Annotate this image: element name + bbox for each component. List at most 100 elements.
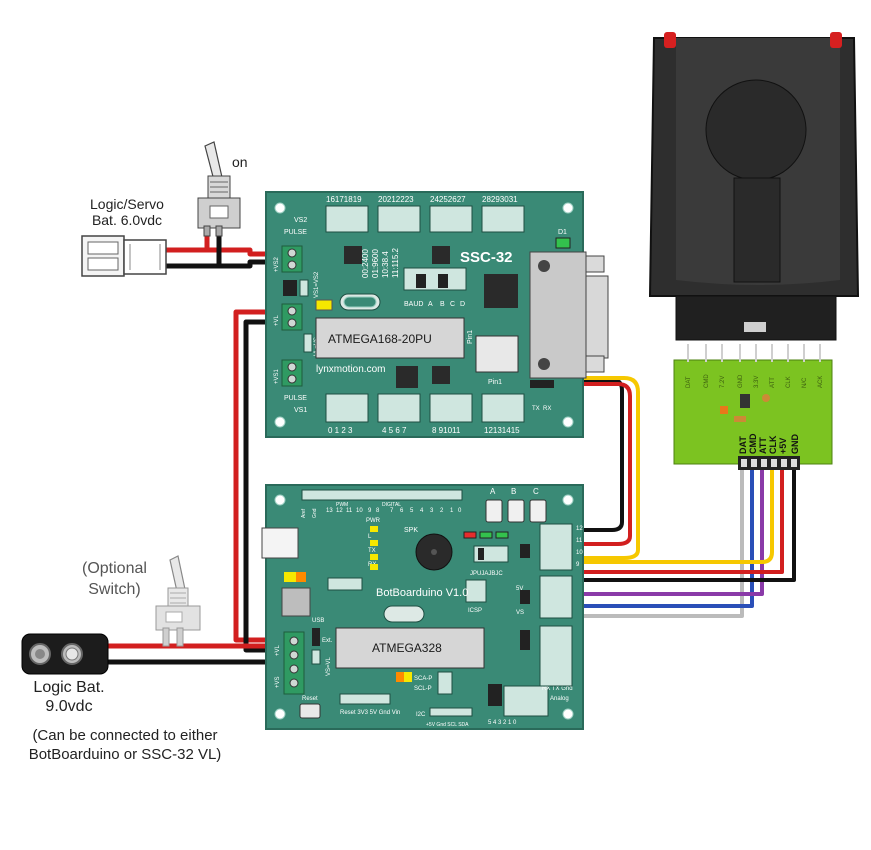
ssc32-db9-connector	[529, 251, 609, 379]
servo-battery-label-line-2: Bat. 6.0vdc	[91, 212, 162, 228]
logic-battery-label: Logic Bat. 9.0vdc	[24, 678, 114, 716]
ssc32-top-group-1: 16171819	[326, 195, 362, 204]
ssc32-baud-4: 11:115.2	[391, 247, 400, 278]
bba-l-label: L	[368, 534, 372, 540]
ps2-top-pin-clk: CLK	[786, 376, 792, 388]
switch-on-label: on	[232, 154, 248, 170]
bba-jumper-labels: JPUJAJBJC	[470, 571, 503, 577]
bba-right-9: 9	[576, 562, 580, 568]
ssc32-vs2-label: VS2	[294, 217, 307, 224]
ssc32-vs1-label: VS1	[294, 407, 307, 414]
ssc32-baud-3: 10:38.4	[381, 251, 390, 278]
bba-usb-connector	[261, 527, 299, 559]
vl-red-wire	[233, 309, 290, 643]
ssc32-pulse-bottom-label: PULSE	[284, 395, 307, 402]
bba-pin-12: 12	[336, 508, 343, 514]
ps2-adapter-board: DAT CMD 7.2V GND 3.3V ATT CLK N/C ACK DA…	[673, 344, 833, 470]
ssc32-top-group-3: 24252627	[430, 195, 466, 204]
serial-yellow-wire	[546, 376, 640, 560]
optional-switch-label-line-1: (Optional	[82, 560, 147, 577]
ps2-clk-yellow-wire	[548, 468, 774, 584]
ps2-pin-clk: CLK	[768, 435, 778, 454]
logic-battery-label-line-2: 9.0vdc	[45, 698, 93, 715]
optional-switch[interactable]	[155, 555, 201, 647]
ssc32-website: lynxmotion.com	[316, 364, 385, 375]
ssc32-vs2-plus-label: +VS2	[274, 256, 280, 272]
optional-switch-label: (Optional Switch)	[82, 558, 147, 600]
ssc32-top-group-2: 20212223	[378, 195, 414, 204]
bba-button-label-b: B	[511, 487, 516, 496]
bba-analog-label: Analog	[550, 696, 569, 702]
bba-pin-2: 2	[440, 508, 444, 514]
bba-reset-label: Reset	[302, 696, 318, 702]
ps2-pin-gnd: GND	[790, 434, 800, 455]
bba-pin-gnd: Gnd	[312, 508, 318, 518]
bba-right-12: 12	[576, 526, 583, 532]
bba-pin-0: 0	[458, 508, 462, 514]
ssc32-bottom-group-1: 0 1 2 3	[328, 426, 353, 435]
bba-pin-3: 3	[430, 508, 434, 514]
logic-battery-label-line-1: Logic Bat.	[33, 679, 105, 696]
ssc32-bottom-group-4: 12131415	[484, 426, 520, 435]
ps2-gnd-black-wire	[558, 468, 796, 582]
bba-pwr-label: PWR	[366, 518, 381, 524]
bba-chip	[335, 627, 485, 669]
ps2-top-pin-33v: 3.3V	[754, 376, 760, 388]
ps2-pin-dat: DAT	[738, 436, 748, 454]
ps2-top-pin-dat: DAT	[686, 376, 692, 388]
bba-pin-6: 6	[400, 508, 404, 514]
ssc32-top-group-4: 28293031	[482, 195, 518, 204]
bba-right-10: 10	[576, 550, 583, 556]
bba-i2c-pins: +5V Gnd SCL SDA	[426, 722, 469, 728]
ps2-receiver	[648, 32, 860, 341]
bba-button-c[interactable]	[529, 499, 547, 523]
bba-analog-pins: 5 4 3 2 1 0	[488, 720, 517, 726]
ssc32-pin1-label: Pin1	[467, 330, 474, 344]
servo-battery-label: Logic/Servo Bat. 6.0vdc	[90, 196, 164, 228]
bba-scl-label: SCL-P	[414, 686, 432, 692]
ps2-top-pin-cmd: CMD	[704, 374, 710, 388]
ssc32-chip-label: ATMEGA168-20PU	[328, 332, 432, 346]
bba-pin-1: 1	[450, 508, 454, 514]
bba-title: BotBoarduino V1.0	[376, 587, 468, 599]
bba-i2c-label: I2C	[416, 712, 426, 718]
power-toggle-switch[interactable]	[197, 141, 241, 237]
bba-sca-label: SCA-P	[414, 676, 432, 682]
bba-reset-button[interactable]	[299, 703, 321, 719]
ssc32-vs1-plus-label: +VS1	[274, 368, 280, 384]
ssc32-bottom-group-3: 8 91011	[432, 426, 461, 435]
ssc32-led-d1	[555, 237, 571, 249]
ssc32-rx-label: RX	[543, 406, 551, 412]
ssc32-bottom-group-2: 4 5 6 7	[382, 426, 407, 435]
bba-power-pins: Reset 3V3 5V Gnd Vin	[340, 710, 400, 716]
ps2-cmd-blue-wire	[548, 468, 754, 608]
ssc32-baud-2: 01:9600	[371, 249, 380, 278]
connection-note: (Can be connected to either BotBoarduino…	[10, 726, 240, 764]
ps2-top-pin-gnd: GND	[738, 374, 744, 388]
bba-pin-7: 7	[390, 508, 394, 514]
ssc32-jumper-d: D	[460, 301, 465, 308]
bba-tx-label: TX	[368, 548, 376, 554]
bba-chip-label: ATMEGA328	[372, 641, 442, 655]
ssc32-jumper-c: C	[450, 301, 455, 308]
bba-vs-plus-label: +VS	[275, 676, 281, 688]
logic-battery-clip	[21, 633, 109, 675]
bba-5v-label: 5V	[516, 586, 523, 592]
bba-vs-label: VS	[516, 610, 524, 616]
ps2-red-led-right	[830, 32, 842, 48]
serial-red-wire	[542, 382, 632, 546]
ps2-pin-att: ATT	[758, 437, 768, 454]
servo-battery-label-line-1: Logic/Servo	[90, 196, 164, 212]
bba-pin-10: 10	[356, 508, 363, 514]
ssc32-led-label: D1	[558, 229, 567, 236]
bba-button-b[interactable]	[507, 499, 525, 523]
ssc32-jumper-a: A	[428, 301, 433, 308]
bba-power-terminal	[283, 631, 305, 695]
bba-button-label-a: A	[490, 487, 496, 496]
bba-vs-vl-label: VS=VL	[326, 656, 332, 676]
bba-button-a[interactable]	[485, 499, 503, 523]
servo-battery-connector	[81, 235, 167, 277]
ps2-top-pin-att: ATT	[770, 377, 776, 388]
ssc32-pulse-label: PULSE	[284, 229, 307, 236]
